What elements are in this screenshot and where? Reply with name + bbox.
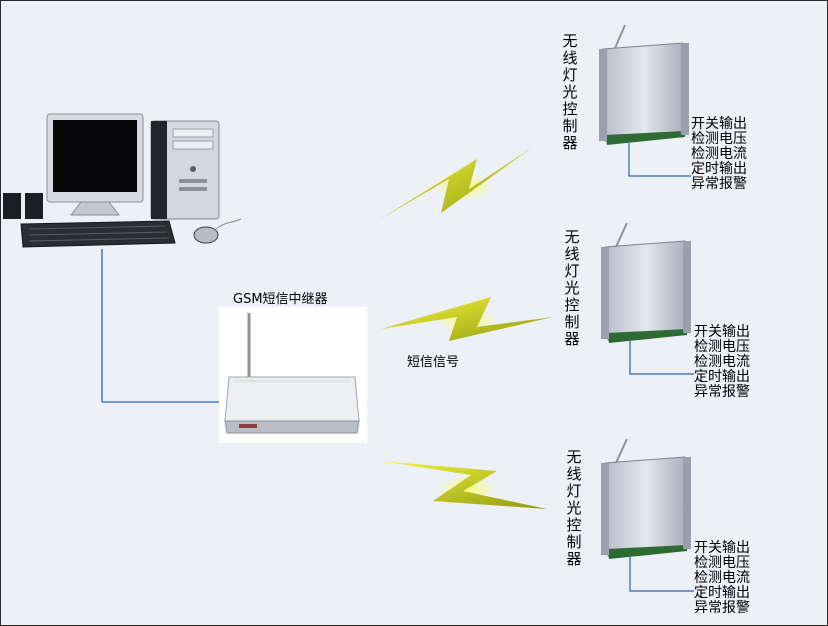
router-icon bbox=[224, 376, 360, 422]
controller-title-2: 无线灯光控制器 bbox=[564, 228, 580, 348]
controller-title-1: 无线灯光控制器 bbox=[562, 32, 578, 152]
lightning-bolt-2 bbox=[381, 297, 553, 341]
controller-link-line-1 bbox=[628, 143, 691, 177]
speaker-right-icon bbox=[25, 193, 43, 219]
repeater-label: GSM短信中继器 bbox=[233, 292, 328, 307]
controller-link-line-3 bbox=[629, 557, 694, 592]
lightning-bolt-1 bbox=[377, 147, 533, 221]
controller-antenna-icon bbox=[614, 438, 628, 466]
gsm-repeater bbox=[219, 307, 367, 443]
lightning-bolt-3 bbox=[381, 461, 547, 509]
controller-device-2 bbox=[601, 222, 691, 343]
controller-status-1: 开关输出 检测电压 检测电流 定时输出 异常报警 bbox=[691, 116, 747, 192]
signal-label: 短信信号 bbox=[407, 355, 460, 370]
controller-device-3 bbox=[601, 438, 691, 559]
controller-device-1 bbox=[599, 24, 689, 145]
controller-status-3: 开关输出 检测电压 检测电流 定时输出 异常报警 bbox=[694, 540, 750, 616]
controller-antenna-icon bbox=[614, 222, 628, 250]
mouse-icon bbox=[193, 226, 219, 244]
speaker-left-icon bbox=[3, 193, 21, 219]
controller-title-3: 无线灯光控制器 bbox=[566, 448, 582, 568]
controller-status-2: 开关输出 检测电压 检测电流 定时输出 异常报警 bbox=[694, 324, 750, 400]
controller-link-line-2 bbox=[629, 341, 694, 375]
link-line bbox=[101, 249, 223, 403]
computer bbox=[3, 113, 242, 248]
watermark: door.com bbox=[743, 608, 799, 622]
